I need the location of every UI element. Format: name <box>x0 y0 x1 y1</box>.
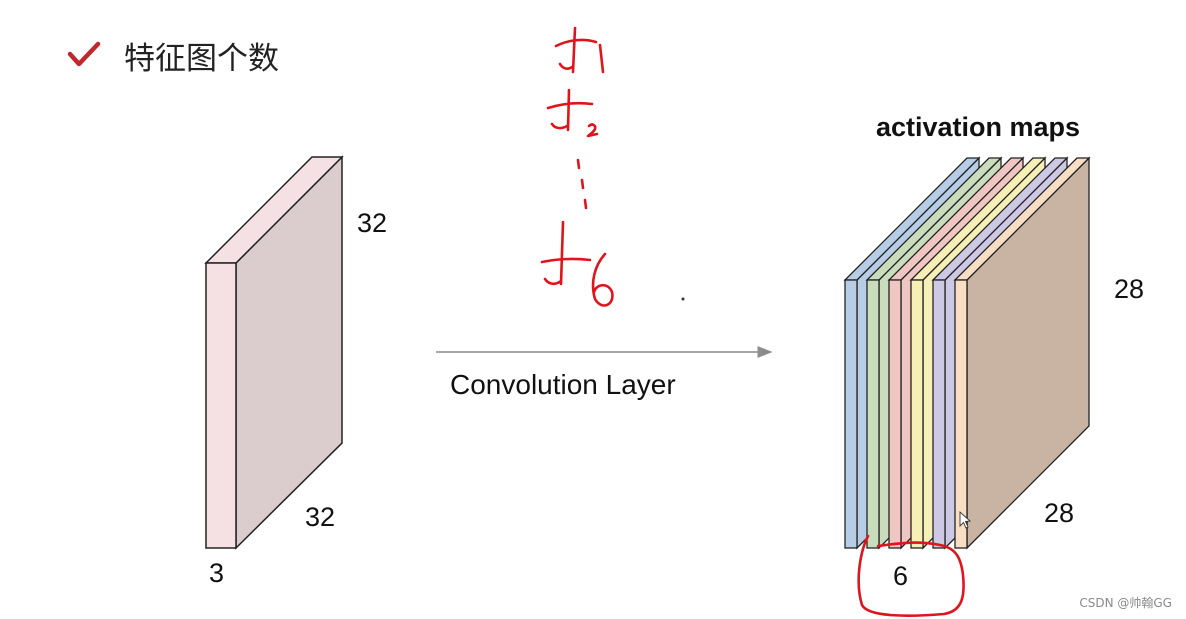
filter-ellipsis-annotation <box>576 158 588 210</box>
output-depth-label: 6 <box>893 561 908 591</box>
activation-map-1-front <box>844 279 858 549</box>
activation-map-3-front <box>888 279 902 549</box>
input-depth-label: 3 <box>209 558 224 588</box>
activation-maps-title: activation maps <box>876 112 1080 142</box>
filter-f2-annotation <box>546 88 599 138</box>
input-volume <box>204 155 344 550</box>
convolution-layer-label: Convolution Layer <box>450 369 676 400</box>
check-icon <box>67 41 101 67</box>
filter-f1-annotation <box>554 26 605 74</box>
activation-map-4-front <box>910 279 924 549</box>
section-heading: 特征图个数 <box>66 30 279 80</box>
handwritten-annotations <box>540 26 965 617</box>
activation-map-5-front <box>932 279 946 549</box>
input-width-label: 32 <box>305 502 335 532</box>
filter-f6-annotation <box>540 220 614 307</box>
activation-maps-stack <box>843 156 1091 550</box>
input-height-label: 32 <box>357 208 387 238</box>
stray-dot <box>681 297 685 301</box>
input-volume-front <box>205 262 237 549</box>
activation-map-6-front <box>954 279 968 549</box>
mouse-cursor-icon <box>959 510 972 529</box>
heading-title: 特征图个数 <box>124 40 279 77</box>
activation-map-2-front <box>866 279 880 549</box>
output-width-label: 28 <box>1044 498 1074 528</box>
depth-highlight-circle <box>857 534 965 617</box>
output-height-label: 28 <box>1114 274 1144 304</box>
input-volume-side <box>235 155 343 550</box>
watermark: CSDN @帅翰GG <box>1079 596 1172 610</box>
